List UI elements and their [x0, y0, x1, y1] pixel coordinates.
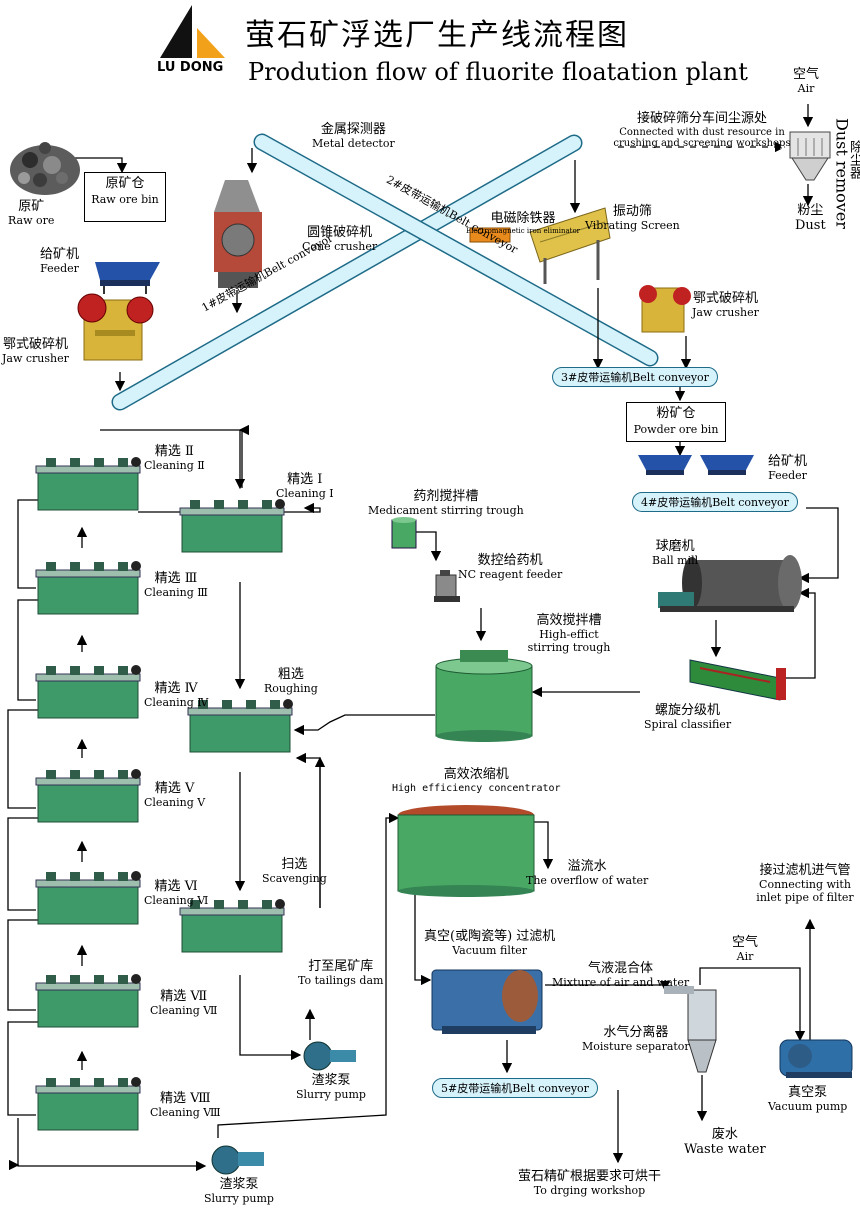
slurry-pump-2-icon	[211, 1145, 264, 1175]
stirring-tank-icon	[435, 650, 533, 742]
powder-ore-bin-box: 粉矿仓 Powder ore bin	[626, 402, 726, 442]
diagram-title-en: Prodution flow of fluorite floatation pl…	[248, 58, 748, 86]
scavenging-cell	[179, 899, 285, 953]
belt-conveyor-2	[253, 133, 659, 367]
concentrator-label: 高效浓缩机 High efficiency concentrator	[392, 767, 561, 794]
spiral-classifier-icon	[689, 659, 786, 701]
cleaning-2-cell	[35, 457, 141, 511]
belt-3-label: 3#皮带运输机Belt conveyor	[552, 367, 718, 387]
dust-remover-icon	[789, 131, 831, 181]
cleaning-3-cell	[35, 561, 141, 615]
cleaning-7-cell	[35, 974, 141, 1028]
concentrator-tank-icon	[397, 805, 535, 897]
cleaning-1-cell	[179, 499, 285, 553]
cleaning-4-cell	[35, 665, 141, 719]
jaw-crusher-1-icon	[77, 293, 154, 361]
powder-bin-zh: 粉矿仓	[656, 406, 696, 421]
raw-ore-pile-icon	[10, 142, 80, 195]
magnetic-separator-label: 电磁除铁器 Electromagnetic iron eliminator	[466, 211, 581, 235]
vacuum-filter-icon	[431, 969, 543, 1034]
brand-name: LU DONG	[157, 60, 224, 75]
belt-4-label: 4#皮带运输机Belt conveyor	[632, 492, 798, 512]
roughing-cell	[187, 699, 293, 753]
belt-5-label: 5#皮带运输机Belt conveyor	[432, 1078, 598, 1098]
flotation-cells	[35, 457, 293, 1131]
dust-remover-en-label: Dust remover	[832, 118, 852, 229]
ludong-logo-icon	[160, 5, 225, 58]
vibrating-screen-icon	[529, 207, 611, 284]
raw-ore-bin-en: Raw ore bin	[91, 192, 159, 206]
slurry-pump-1-icon	[303, 1041, 356, 1071]
belt-conveyor-1	[111, 134, 583, 411]
jaw-crusher-2-icon	[639, 285, 691, 333]
feeder-2-icon	[638, 455, 754, 475]
cleaning-5-cell	[35, 769, 141, 823]
dust-source-label: 接破碎筛分车间尘源处 Connected with dust resource …	[613, 111, 791, 150]
ball-mill-icon	[658, 555, 802, 612]
raw-ore-bin-zh: 原矿仓	[105, 176, 145, 191]
moisture-separator-icon	[664, 986, 717, 1073]
raw-ore-bin-box: 原矿仓 Raw ore bin	[84, 172, 166, 222]
magnetic-separator-icon	[469, 227, 511, 243]
feeder-1-icon	[95, 262, 160, 294]
nc-reagent-feeder-icon	[434, 570, 460, 602]
dust-remover-zh-label: 除尘器	[846, 140, 860, 179]
cone-crusher-icon	[214, 180, 262, 288]
cleaning-6-cell	[35, 871, 141, 925]
vacuum-pump-icon	[779, 1039, 853, 1078]
powder-bin-en: Powder ore bin	[633, 422, 719, 436]
diagram-title-zh: 萤石矿浮选厂生产线流程图	[245, 18, 629, 53]
medicament-trough-icon	[391, 517, 417, 549]
cleaning-8-cell	[35, 1077, 141, 1131]
